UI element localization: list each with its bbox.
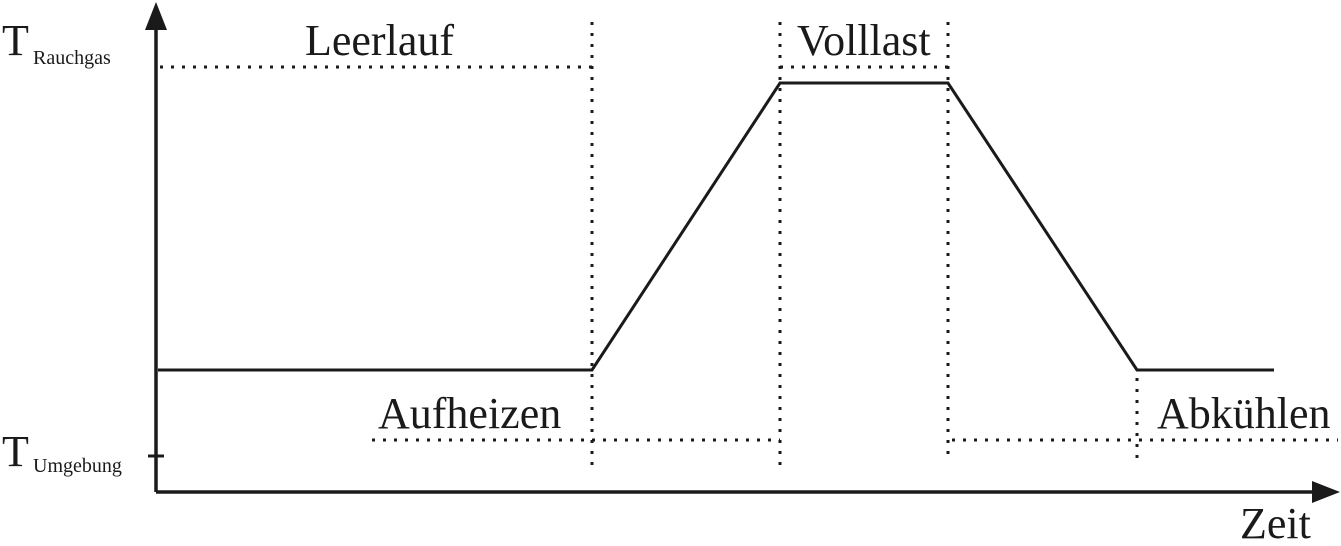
phase-label-heating: Aufheizen (378, 389, 561, 438)
y-axis-top-label-sub: Rauchgas (33, 47, 111, 69)
phase-label-cooling: Abkühlen (1157, 389, 1331, 438)
x-axis-label: Zeit (1240, 499, 1311, 541)
y-axis-arrowhead (145, 2, 167, 30)
y-axis-top-label-main: T (2, 16, 29, 65)
phase-label-idle: Leerlauf (305, 16, 454, 65)
y-axis-bottom-label-main: T (2, 427, 29, 476)
y-axis-bottom-label-sub: Umgebung (33, 455, 122, 477)
flue-gas-temperature-curve (158, 81, 1274, 372)
phase-label-full-load: Volllast (797, 16, 931, 65)
x-axis-arrowhead (1312, 481, 1340, 503)
